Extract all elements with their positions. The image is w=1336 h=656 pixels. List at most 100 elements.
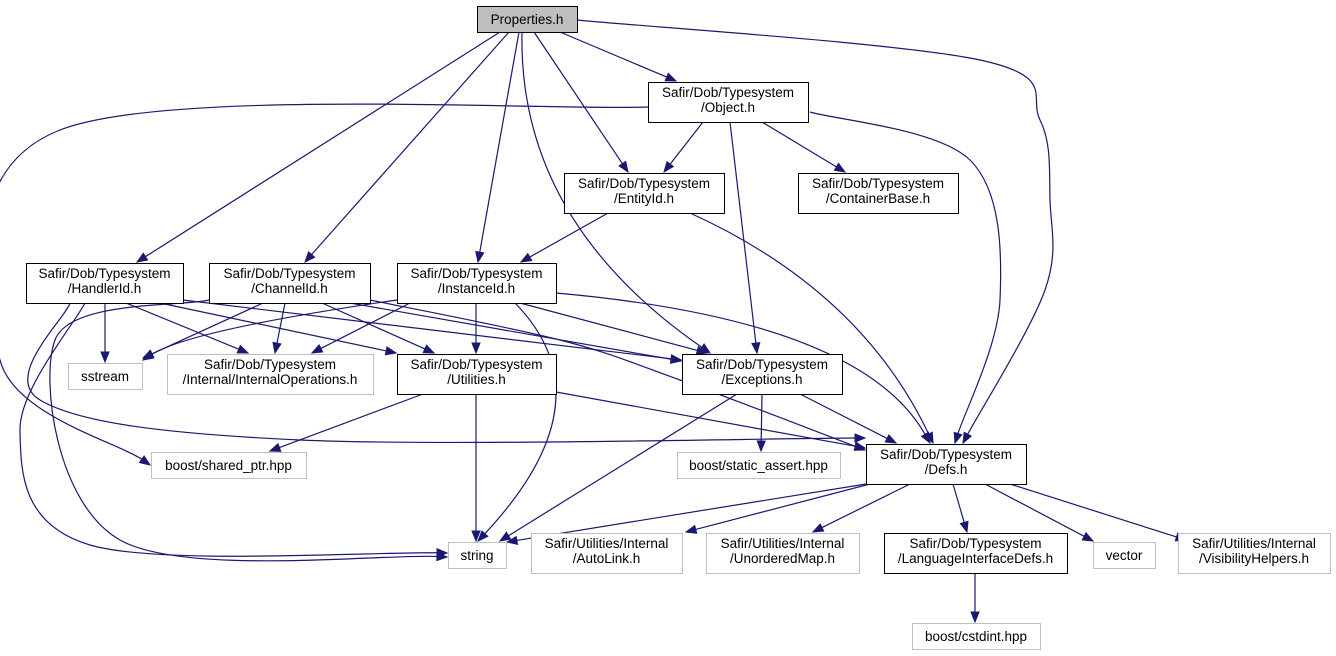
edge-channelid-to-string	[49, 299, 449, 562]
edge-properties-to-handlerid	[135, 31, 501, 263]
arrowhead	[663, 160, 675, 174]
arrowhead	[268, 442, 282, 452]
edge-utilities-to-shared_ptr	[268, 393, 424, 452]
node-label: string	[460, 548, 493, 563]
edge-langdefs-to-cstdint	[970, 573, 980, 624]
node-label: Safir/Dob/Typesystem	[410, 266, 542, 281]
edge-defs-to-unorderedmap	[811, 483, 911, 533]
node-sstream[interactable]: sstream	[68, 363, 143, 390]
node-channelid[interactable]: Safir/Dob/Typesystem/ChannelId.h	[209, 263, 371, 304]
arrowhead	[1081, 531, 1095, 542]
node-label: sstream	[81, 369, 129, 384]
arrowhead	[471, 342, 481, 355]
node-handlerid[interactable]: Safir/Dob/Typesystem/HandlerId.h	[26, 263, 184, 304]
edge-entityid-to-defs	[689, 212, 934, 445]
arrowhead	[471, 530, 481, 543]
node-vector[interactable]: vector	[1093, 542, 1156, 569]
arrowhead	[953, 431, 963, 445]
node-label: Safir/Utilities/Internal	[1192, 536, 1316, 551]
edge-defs-to-string	[505, 483, 867, 546]
node-label: /HandlerId.h	[68, 281, 142, 296]
node-string[interactable]: string	[448, 542, 507, 569]
node-label: Safir/Dob/Typesystem	[696, 357, 828, 372]
edge-instanceid-to-string	[477, 302, 557, 542]
edge-utilities-to-string	[471, 394, 481, 543]
node-label: /Exceptions.h	[721, 372, 802, 387]
node-label: /InstanceId.h	[438, 281, 515, 296]
nodes-layer: Properties.hSafir/Dob/Typesystem/Object.…	[26, 6, 1331, 650]
edge-properties-to-channelid	[304, 31, 510, 264]
node-containerbase[interactable]: Safir/Dob/Typesystem/ContainerBase.h	[798, 173, 959, 214]
edge-properties-to-entityid	[533, 31, 629, 174]
arrowhead	[236, 344, 250, 354]
node-internalops[interactable]: Safir/Dob/Typesystem/Internal/InternalOp…	[167, 354, 374, 395]
edge-defs-to-langdefs	[952, 483, 969, 534]
edges-layer	[0, 19, 1188, 624]
node-label: /ChannelId.h	[251, 281, 328, 296]
arrowhead	[138, 455, 152, 466]
node-utilities[interactable]: Safir/Dob/Typesystem/Utilities.h	[397, 354, 557, 395]
node-shared_ptr[interactable]: boost/shared_ptr.hpp	[151, 452, 307, 479]
arrowhead	[304, 251, 316, 264]
arrowhead	[664, 72, 678, 82]
edge-channelid-to-utilities	[321, 302, 436, 354]
edge-defs-to-vector	[984, 483, 1095, 542]
edge-exceptions-to-defs	[799, 393, 898, 444]
arrowhead	[436, 551, 449, 562]
node-label: Safir/Dob/Typesystem	[578, 176, 710, 191]
edge-object-to-exceptions	[729, 121, 761, 355]
node-static_assert[interactable]: boost/static_assert.hpp	[677, 452, 841, 479]
node-label: /EntityId.h	[614, 191, 674, 206]
edge-handlerid-to-utilities	[159, 302, 398, 356]
node-visibility[interactable]: Safir/Utilities/Internal/VisibilityHelpe…	[1178, 533, 1331, 574]
edge-properties-to-defs	[576, 19, 1054, 445]
edge-object-to-entityid	[663, 121, 704, 174]
node-label: vector	[1106, 548, 1143, 563]
edge-instanceid-to-exceptions	[519, 302, 709, 355]
node-cstdint[interactable]: boost/cstdint.hpp	[912, 623, 1041, 650]
node-autolink[interactable]: Safir/Utilities/Internal/AutoLink.h	[531, 533, 683, 574]
node-label: /UnorderedMap.h	[730, 551, 835, 566]
arrowhead	[962, 431, 973, 445]
arrowhead	[384, 346, 398, 356]
node-label: Properties.h	[491, 12, 564, 27]
arrowhead	[669, 354, 683, 364]
node-label: Safir/Dob/Typesystem	[880, 447, 1012, 462]
node-langdefs[interactable]: Safir/Dob/Typesystem/LanguageInterfaceDe…	[884, 533, 1068, 574]
node-instanceid[interactable]: Safir/Dob/Typesystem/InstanceId.h	[397, 263, 557, 304]
node-label: Safir/Dob/Typesystem	[223, 266, 355, 281]
node-object[interactable]: Safir/Dob/Typesystem/Object.h	[648, 82, 809, 123]
arrowhead	[272, 341, 282, 355]
arrowhead	[477, 530, 489, 542]
node-properties[interactable]: Properties.h	[477, 6, 578, 33]
node-label: Safir/Dob/Typesystem	[38, 266, 170, 281]
arrowhead	[833, 162, 847, 173]
arrowhead	[811, 523, 825, 533]
node-label: boost/cstdint.hpp	[925, 629, 1027, 644]
arrowhead	[684, 524, 698, 534]
arrowhead	[141, 350, 155, 361]
arrowhead	[100, 351, 110, 364]
arrowhead	[884, 434, 898, 444]
node-label: /Object.h	[701, 100, 755, 115]
arrowhead	[422, 344, 436, 354]
node-label: /ContainerBase.h	[826, 191, 930, 206]
node-label: /LanguageInterfaceDefs.h	[898, 551, 1053, 566]
node-label: /VisibilityHelpers.h	[1199, 551, 1309, 566]
arrowhead	[756, 440, 766, 453]
node-unorderedmap[interactable]: Safir/Utilities/Internal/UnorderedMap.h	[706, 533, 860, 574]
edge-instanceid-to-defs	[555, 292, 931, 445]
edge-object-to-defs	[809, 111, 1002, 445]
node-defs[interactable]: Safir/Dob/Typesystem/Defs.h	[866, 444, 1027, 485]
node-label: Safir/Dob/Typesystem	[410, 357, 542, 372]
edge-exceptions-to-string	[498, 393, 738, 542]
arrowhead	[970, 611, 980, 624]
edge-channelid-to-exceptions	[349, 302, 683, 364]
node-exceptions[interactable]: Safir/Dob/Typesystem/Exceptions.h	[682, 354, 843, 395]
arrowhead	[498, 531, 512, 542]
arrowhead	[475, 250, 485, 264]
node-entityid[interactable]: Safir/Dob/Typesystem/EntityId.h	[564, 173, 725, 214]
arrowhead	[695, 345, 709, 355]
edge-properties-to-instanceid	[475, 31, 520, 264]
